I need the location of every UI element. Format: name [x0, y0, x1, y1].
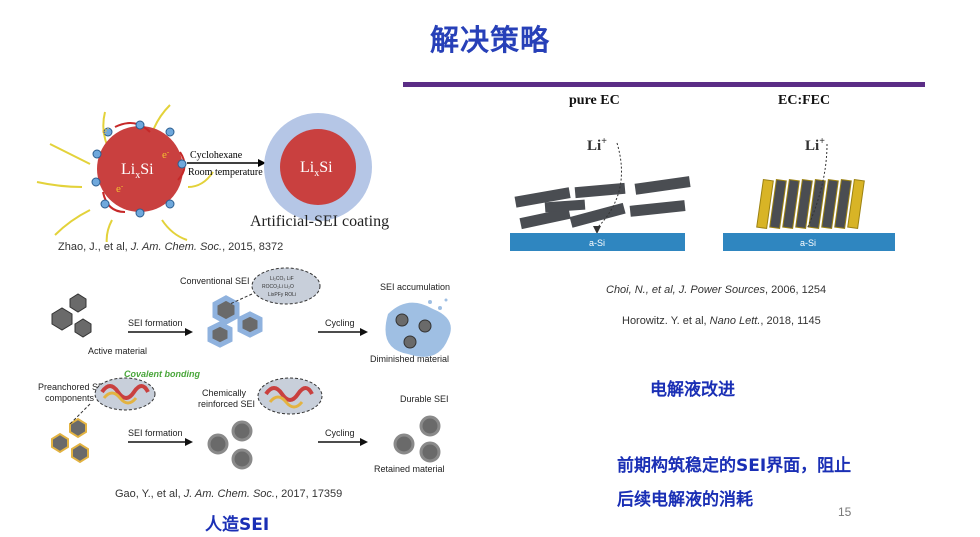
- svg-text:Durable SEI: Durable SEI: [400, 394, 449, 404]
- svg-text:Diminished material: Diminished material: [370, 354, 449, 364]
- li-ion-right: Li+: [805, 136, 825, 154]
- artificial-sei-tag: 人造SEI: [205, 515, 270, 535]
- lixsi-core-coated: [280, 129, 356, 205]
- a-si-substrate-left: [510, 233, 685, 251]
- svg-text:Cycling: Cycling: [325, 428, 355, 438]
- lixsi-particle: [97, 126, 183, 212]
- svg-text:a-Si: a-Si: [800, 238, 816, 248]
- svg-text:LixPFy ROLi: LixPFy ROLi: [268, 292, 296, 298]
- svg-text:Preanchored SEI: Preanchored SEI: [38, 382, 107, 392]
- svg-text:Retained material: Retained material: [374, 464, 445, 474]
- svg-text:SEI formation: SEI formation: [128, 428, 183, 438]
- svg-text:SEI formation: SEI formation: [128, 318, 183, 328]
- svg-text:Cycling: Cycling: [325, 318, 355, 328]
- pure-ec-title: pure EC: [569, 93, 620, 108]
- svg-text:a-Si: a-Si: [589, 238, 605, 248]
- svg-text:Active material: Active material: [88, 346, 147, 356]
- arrow-label-top: Cyclohexane: [190, 150, 243, 161]
- page-number: 15: [838, 505, 852, 519]
- electrolyte-note: 电解液改进: [650, 380, 735, 400]
- top-divider: [403, 82, 925, 87]
- lixsi-label-left: LixSi: [121, 161, 154, 181]
- svg-text:e-: e-: [116, 182, 124, 195]
- svg-text:reinforced SEI: reinforced SEI: [198, 399, 255, 409]
- svg-text:e-: e-: [162, 148, 170, 161]
- svg-text:ROCO₂Li Li₂O: ROCO₂Li Li₂O: [262, 284, 294, 290]
- svg-text:components: components: [45, 393, 95, 403]
- svg-text:Covalent bonding: Covalent bonding: [124, 369, 200, 379]
- choi-citation: Choi, N., et al, J. Power Sources, 2006,…: [606, 284, 827, 296]
- lixsi-label-right: LixSi: [300, 159, 333, 179]
- gao-citation: Gao, Y., et al, J. Am. Chem. Soc., 2017,…: [115, 488, 343, 500]
- coating-label: Artificial-SEI coating: [250, 213, 389, 230]
- svg-text:Conventional SEI: Conventional SEI: [180, 276, 250, 286]
- zhao-citation: Zhao, J., et al, J. Am. Chem. Soc., 2015…: [58, 241, 284, 253]
- svg-text:Li₂CO₃ LiF: Li₂CO₃ LiF: [270, 276, 294, 282]
- stable-sei-note-line2: 后续电解液的消耗: [617, 490, 753, 510]
- ec-fec-title: EC:FEC: [778, 93, 830, 108]
- li-ion-left: Li+: [587, 136, 607, 154]
- gao-figure: Active material SEI formation Convention…: [38, 267, 451, 474]
- slide-title: 解决策略: [429, 23, 550, 57]
- svg-text:SEI accumulation: SEI accumulation: [380, 282, 450, 292]
- choi-figure: pure EC EC:FEC Li+ a-Si Li+ a-Si: [510, 93, 895, 251]
- horowitz-citation: Horowitz. Y. et al, Nano Lett., 2018, 11…: [622, 315, 821, 327]
- arrow-label-bottom: Room temperature: [188, 167, 263, 178]
- zhao-figure: LixSi e- e- e- Cyclohexane Room temperat…: [36, 104, 389, 242]
- svg-text:Chemically: Chemically: [202, 388, 247, 398]
- electron-label: e-: [102, 124, 110, 137]
- a-si-substrate-right: [723, 233, 895, 251]
- stable-sei-note-line1: 前期构筑稳定的SEI界面，阻止: [617, 456, 852, 476]
